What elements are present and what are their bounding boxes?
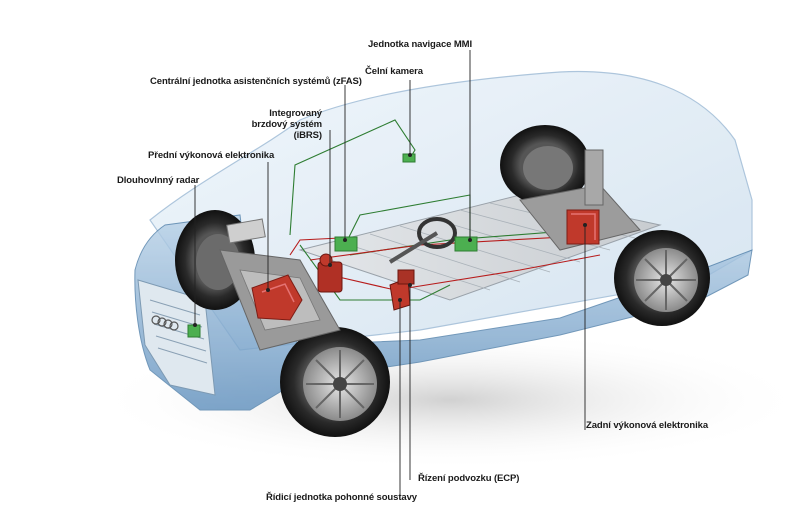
long-range-radar	[187, 324, 201, 338]
label-front-power-electronics: Přední výkonová elektronika	[148, 150, 275, 161]
front-left-hub	[196, 234, 240, 290]
label-drive-control-unit: Řídicí jednotka pohonné soustavy	[266, 492, 417, 503]
label-ecp: Řízení podvozku (ECP)	[418, 473, 520, 484]
ibrs-unit	[317, 253, 343, 293]
audi-rings-logo	[151, 315, 179, 331]
rear-left-hub	[523, 146, 573, 190]
zfas-unit	[334, 236, 358, 252]
mmi-unit	[454, 236, 478, 252]
steering-wheel	[388, 217, 457, 264]
label-ibrs: Integrovaný brzdový systém (iBRS)	[251, 108, 323, 141]
leader-lines	[194, 50, 586, 500]
rear-right-wheel	[614, 230, 710, 326]
label-mmi-unit: Jednotka navigace MMI	[368, 39, 473, 50]
label-front-camera: Čelní kamera	[365, 66, 423, 77]
label-rear-power-electronics: Zadní výkonová elektronika	[586, 420, 708, 431]
label-zfas: Centrální jednotka asistenčních systémů …	[150, 76, 362, 87]
front-right-wheel	[280, 327, 390, 437]
leader-dots	[193, 153, 587, 327]
ecp-unit	[397, 269, 415, 285]
rear-power-electronics	[566, 209, 600, 245]
label-long-range-radar: Dlouhovlnný radar	[117, 175, 200, 186]
